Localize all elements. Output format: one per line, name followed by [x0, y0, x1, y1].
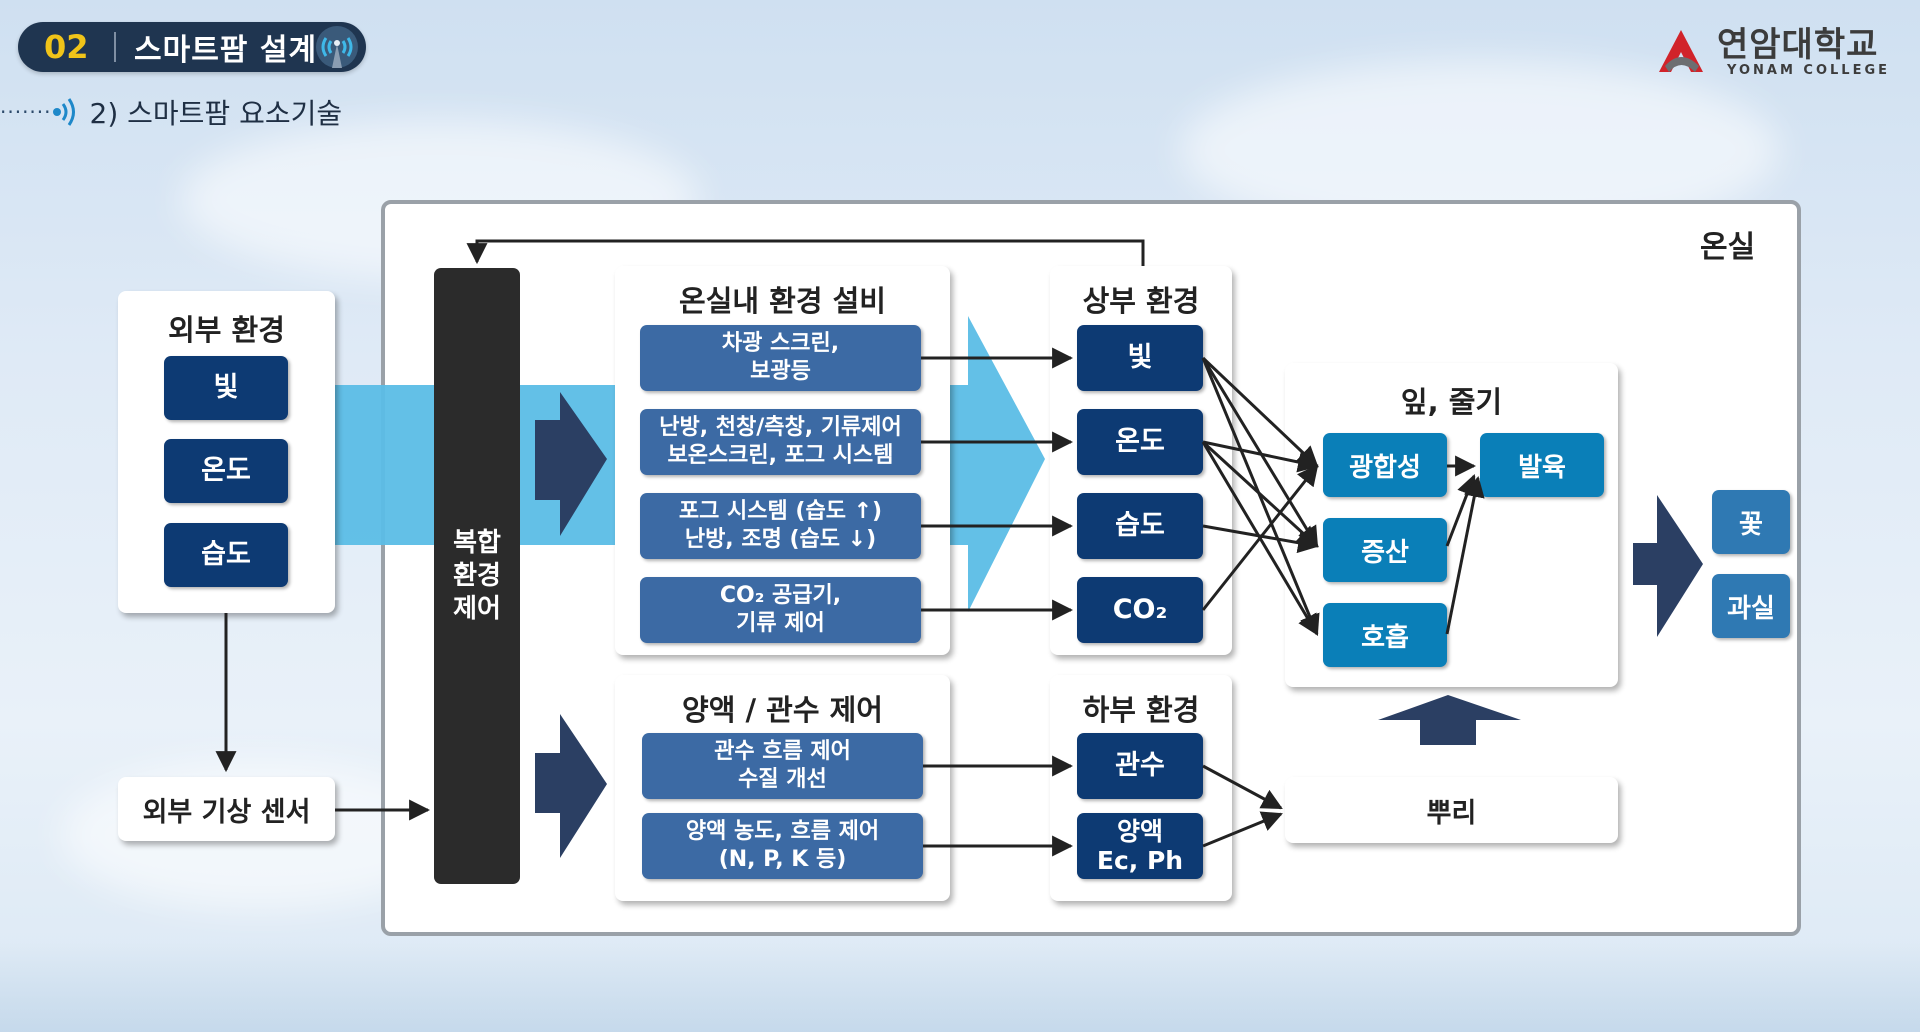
- external-temperature-box: 온도: [164, 439, 288, 503]
- upper-temperature-box: 온도: [1077, 409, 1203, 475]
- leaf-stem-title: 잎, 줄기: [1400, 385, 1503, 419]
- dotted-leader: ·······: [0, 100, 52, 124]
- upper-humidity-box: 습도: [1077, 493, 1203, 559]
- external-environment-card: 외부 환경 빛 온도 습도: [118, 291, 335, 613]
- output-arrow: [1633, 495, 1703, 637]
- lower-environment-card: 하부 환경 관수 양액 Ec, Ph: [1050, 675, 1232, 901]
- equipment-title: 온실내 환경 설비: [679, 284, 886, 318]
- flow-arrow-upper: [535, 392, 607, 536]
- root-box: 뿌리: [1285, 777, 1618, 843]
- section-number: 02: [44, 28, 89, 66]
- leaf-stem-card: 잎, 줄기 광합성 증산 호흡 발육: [1285, 363, 1618, 687]
- growth-box: 발육: [1480, 433, 1604, 497]
- external-light-box: 빛: [164, 356, 288, 420]
- lower-environment-title: 하부 환경: [1082, 693, 1200, 727]
- college-logo: 연암대학교 YONAM COLLEGE: [1655, 26, 1890, 78]
- upper-light-box: 빛: [1077, 325, 1203, 391]
- upper-co2-box: CO₂: [1077, 577, 1203, 643]
- frost-decoration: [0, 942, 1920, 1032]
- lower-nutrient-box: 양액 Ec, Ph: [1077, 813, 1203, 879]
- photosynthesis-box: 광합성: [1323, 433, 1447, 497]
- external-environment-title: 외부 환경: [168, 313, 285, 347]
- transpiration-box: 증산: [1323, 518, 1447, 582]
- nutrient-concentration-box: 양액 농도, 흐름 제어 (N, P, K 등): [642, 813, 923, 879]
- subtitle-row: ······· 2) 스마트팜 요소기술: [0, 92, 342, 132]
- broadcast-icon: [316, 26, 358, 68]
- signal-icon: [52, 98, 75, 126]
- flow-arrow-lower: [535, 714, 607, 858]
- fog-system-box: 포그 시스템 (습도 ↑) 난방, 조명 (습도 ↓): [640, 493, 921, 559]
- section-badge: 02 스마트팜 설계: [18, 22, 366, 72]
- co2-supply-box: CO₂ 공급기, 기류 제어: [640, 577, 921, 643]
- lower-irrigation-box: 관수: [1077, 733, 1203, 799]
- greenhouse-label: 온실: [1700, 230, 1756, 265]
- subtitle: 2) 스마트팜 요소기술: [89, 97, 343, 130]
- heating-ventilation-box: 난방, 천창/측창, 기류제어 보온스크린, 포그 시스템: [640, 409, 921, 475]
- section-divider: [114, 32, 116, 62]
- flower-box: 꽃: [1712, 490, 1790, 554]
- college-name-korean: 연암대학교: [1717, 24, 1879, 65]
- upper-environment-card: 상부 환경 빛 온도 습도 CO₂: [1050, 266, 1232, 655]
- nutrient-title: 양액 / 관수 제어: [682, 693, 883, 727]
- nutrient-card: 양액 / 관수 제어 관수 흐름 제어 수질 개선 양액 농도, 흐름 제어 (…: [615, 675, 950, 901]
- equipment-card: 온실내 환경 설비 차광 스크린, 보광등 난방, 천창/측창, 기류제어 보온…: [615, 266, 950, 655]
- respiration-box: 호흡: [1323, 603, 1447, 667]
- fruit-box: 과실: [1712, 574, 1790, 638]
- root-up-arrow: [1378, 695, 1521, 745]
- college-emblem-icon: [1659, 30, 1703, 72]
- irrigation-flow-box: 관수 흐름 제어 수질 개선: [642, 733, 923, 799]
- college-name-english: YONAM COLLEGE: [1727, 62, 1890, 78]
- integrated-control-bar: 복합 환경 제어: [434, 268, 520, 884]
- section-title: 스마트팜 설계: [134, 33, 318, 68]
- upper-environment-title: 상부 환경: [1082, 284, 1200, 318]
- external-humidity-box: 습도: [164, 523, 288, 587]
- shade-screen-box: 차광 스크린, 보광등: [640, 325, 921, 391]
- weather-sensor-box: 외부 기상 센서: [118, 777, 335, 841]
